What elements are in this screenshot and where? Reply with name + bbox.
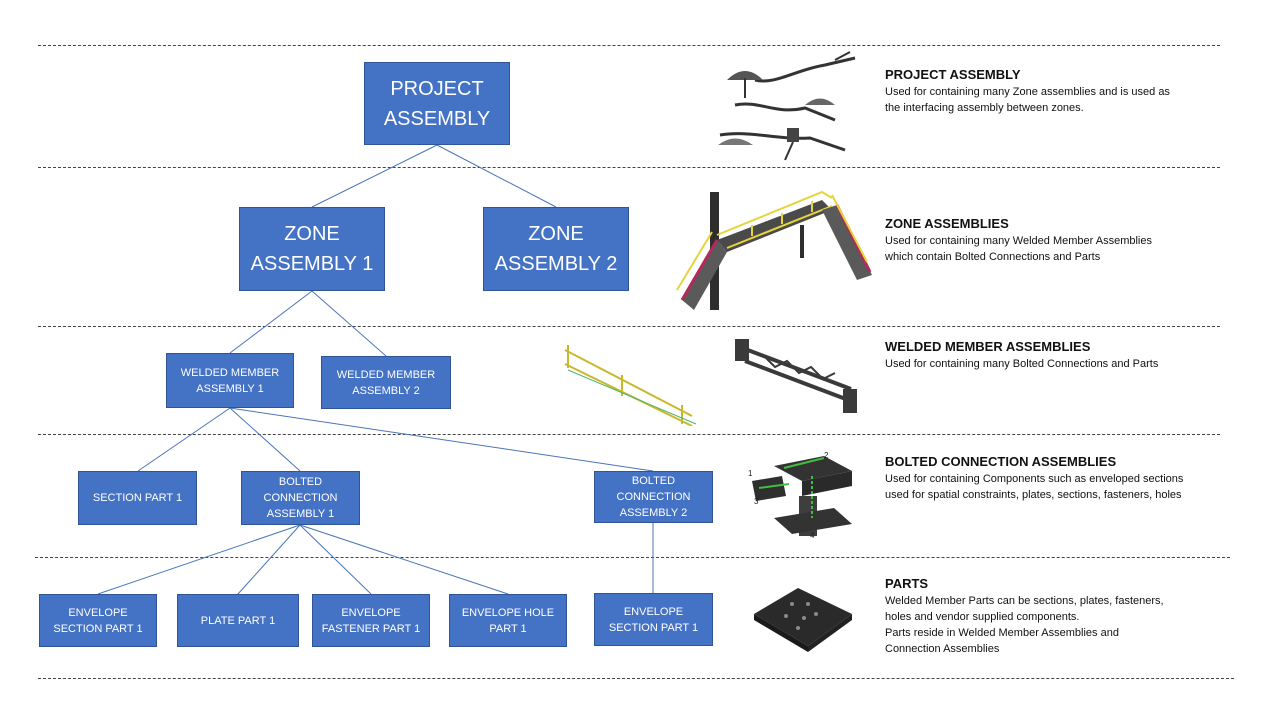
connector-bc1-plate [237,524,301,595]
connector-project-zone2 [436,144,557,208]
plate-part-1-box[interactable]: PLATE PART 1 [177,594,299,647]
connector-bc1-envfastener [299,524,372,595]
welded-member-text: Used for containing many Bolted Connecti… [885,358,1159,370]
welded-member-assembly-1-box[interactable]: WELDED MEMBER ASSEMBLY 1 [166,353,294,408]
bolted-label-4: 4 [810,531,815,540]
welded-member-assembly-2-box[interactable]: WELDED MEMBER ASSEMBLY 2 [321,356,451,409]
connector-bc1-envsection [97,524,301,595]
project-assembly-description: PROJECT ASSEMBLY Used for containing man… [885,67,1230,116]
zone-assemblies-description: ZONE ASSEMBLIES Used for containing many… [885,216,1230,265]
welded-member-title: WELDED MEMBER ASSEMBLIES [885,339,1091,354]
envelope-section-part-1b-box[interactable]: ENVELOPE SECTION PART 1 [594,593,713,646]
connector-bc1-envhole [299,524,509,595]
connector-wm1-section1 [137,407,231,472]
welded-member-description: WELDED MEMBER ASSEMBLIES Used for contai… [885,339,1230,372]
connector-zone1-wm1 [229,290,313,354]
bolted-connection-title: BOLTED CONNECTION ASSEMBLIES [885,454,1117,469]
envelope-fastener-part-1-box[interactable]: ENVELOPE FASTENER PART 1 [312,594,430,647]
project-assembly-illustration [718,51,856,161]
handrail-illustration [564,345,697,426]
zone-assembly-1-box[interactable]: ZONE ASSEMBLY 1 [239,207,385,291]
project-assembly-title: PROJECT ASSEMBLY [885,67,1021,82]
project-assembly-text: Used for containing many Zone assemblies… [885,86,1170,114]
envelope-section-part-1-box[interactable]: ENVELOPE SECTION PART 1 [39,594,157,647]
bolted-connection-assembly-2-box[interactable]: BOLTED CONNECTION ASSEMBLY 2 [594,471,713,523]
connector-wm1-bc1 [229,407,301,472]
connector-zone1-wm2 [311,290,387,357]
zone-assemblies-text: Used for containing many Welded Member A… [885,235,1152,263]
section-part-1-box[interactable]: SECTION PART 1 [78,471,197,525]
zone-assembly-2-box[interactable]: ZONE ASSEMBLY 2 [483,207,629,291]
bolted-label-1: 1 [748,469,753,478]
separator-3 [38,326,1220,327]
bolted-connection-description: BOLTED CONNECTION ASSEMBLIES Used for co… [885,454,1230,503]
plate-part-illustration [754,588,852,652]
bolted-connection-illustration: 1 2 3 4 [748,451,852,540]
separator-6 [38,678,1234,679]
welded-member-illustration [735,339,857,413]
parts-text: Welded Member Parts can be sections, pla… [885,595,1164,655]
zone-assemblies-title: ZONE ASSEMBLIES [885,216,1009,231]
connector-project-zone1 [311,144,438,208]
project-assembly-box[interactable]: PROJECT ASSEMBLY [364,62,510,145]
separator-4 [38,434,1220,435]
bolted-connection-assembly-1-box[interactable]: BOLTED CONNECTION ASSEMBLY 1 [241,471,360,525]
separator-5 [35,557,1230,558]
connector-wm1-bc2 [229,407,654,472]
separator-1 [38,45,1220,46]
separator-2 [38,167,1220,168]
envelope-hole-part-1-box[interactable]: ENVELOPE HOLE PART 1 [449,594,567,647]
parts-title: PARTS [885,576,929,591]
bolted-label-2: 2 [824,451,829,460]
zone-assembly-illustration [676,190,872,310]
bolted-connection-text: Used for containing Components such as e… [885,473,1184,501]
parts-description: PARTS Welded Member Parts can be section… [885,576,1230,657]
bolted-label-3: 3 [754,497,759,506]
